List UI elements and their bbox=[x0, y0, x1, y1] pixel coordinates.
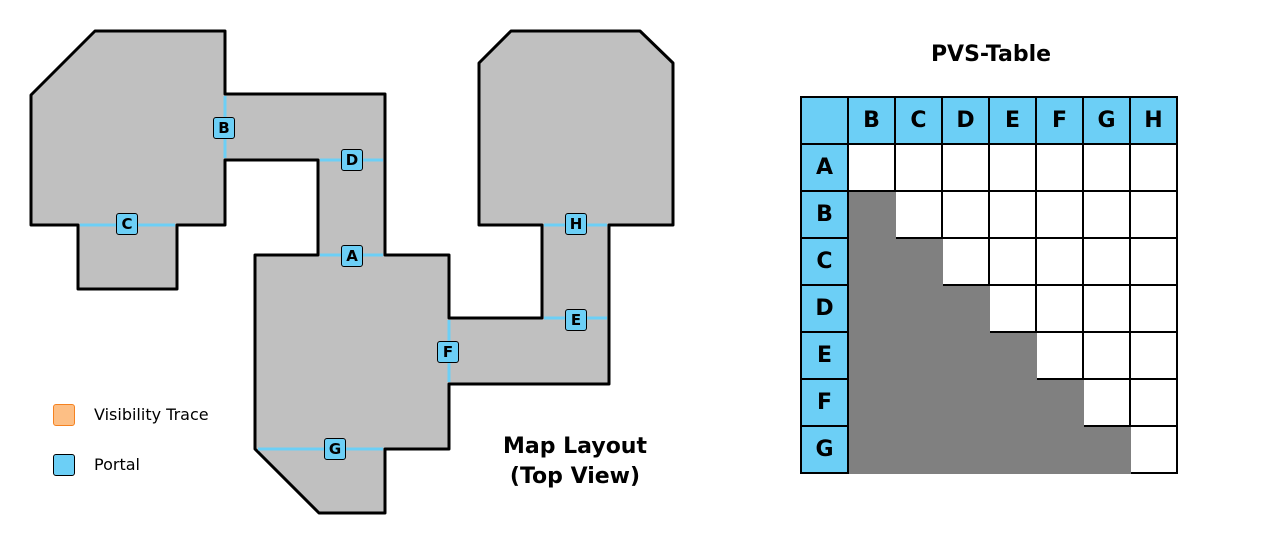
map-title-line2: (Top View) bbox=[509, 464, 641, 489]
pvs-row-header: E bbox=[800, 331, 849, 380]
pvs-cell-open bbox=[988, 143, 1037, 192]
pvs-column-header: F bbox=[1035, 96, 1084, 145]
pvs-cell-filled bbox=[941, 378, 990, 427]
visibility-trace-label: Visibility Trace bbox=[94, 405, 209, 424]
pvs-cell-filled bbox=[894, 331, 943, 380]
pvs-row-header: G bbox=[800, 425, 849, 474]
map-floor bbox=[29, 29, 675, 515]
pvs-cell-open bbox=[1129, 190, 1178, 239]
pvs-cell-open bbox=[894, 143, 943, 192]
map-title-line1: Map Layout bbox=[503, 434, 647, 459]
pvs-cell-open bbox=[941, 190, 990, 239]
pvs-cell-filled bbox=[941, 331, 990, 380]
pvs-cell-filled bbox=[1082, 425, 1131, 474]
pvs-cell-filled bbox=[941, 425, 990, 474]
portal-label-b: B bbox=[213, 117, 235, 139]
pvs-cell-open bbox=[941, 143, 990, 192]
pvs-cell-open bbox=[988, 237, 1037, 286]
pvs-cell-open bbox=[1129, 378, 1178, 427]
pvs-cell-open bbox=[1082, 143, 1131, 192]
pvs-cell-filled bbox=[941, 284, 990, 333]
pvs-row: D bbox=[800, 284, 1178, 333]
pvs-cell-filled bbox=[847, 378, 896, 427]
portal-label-d: D bbox=[341, 149, 363, 171]
pvs-column-header: G bbox=[1082, 96, 1131, 145]
visibility-trace-swatch bbox=[53, 404, 75, 426]
pvs-cell-filled bbox=[847, 190, 896, 239]
pvs-row: F bbox=[800, 378, 1178, 427]
pvs-cell-filled bbox=[847, 425, 896, 474]
pvs-row: B bbox=[800, 190, 1178, 239]
pvs-row-header: B bbox=[800, 190, 849, 239]
pvs-row: G bbox=[800, 425, 1178, 474]
pvs-cell-open bbox=[1035, 143, 1084, 192]
pvs-cell-filled bbox=[894, 425, 943, 474]
pvs-cell-open bbox=[1082, 331, 1131, 380]
pvs-title: PVS-Table bbox=[930, 42, 1052, 67]
pvs-row-header: A bbox=[800, 143, 849, 192]
pvs-column-header: C bbox=[894, 96, 943, 145]
pvs-cell-open bbox=[988, 284, 1037, 333]
pvs-cell-filled bbox=[1035, 378, 1084, 427]
pvs-cell-filled bbox=[1035, 425, 1084, 474]
portal-label-c: C bbox=[116, 213, 138, 235]
pvs-column-header: B bbox=[847, 96, 896, 145]
pvs-cell-open bbox=[1082, 190, 1131, 239]
pvs-cell-filled bbox=[988, 425, 1037, 474]
pvs-cell-open bbox=[847, 143, 896, 192]
pvs-cell-open bbox=[1082, 237, 1131, 286]
pvs-cell-open bbox=[1035, 190, 1084, 239]
pvs-cell-filled bbox=[894, 237, 943, 286]
pvs-cell-filled bbox=[894, 284, 943, 333]
pvs-cell-open bbox=[1129, 425, 1178, 474]
pvs-cell-filled bbox=[894, 378, 943, 427]
portal-label-g: G bbox=[324, 438, 346, 460]
pvs-cell-open bbox=[1082, 378, 1131, 427]
pvs-cell-filled bbox=[847, 331, 896, 380]
pvs-cell-open bbox=[941, 237, 990, 286]
portal-label-e: E bbox=[565, 309, 587, 331]
pvs-column-header: D bbox=[941, 96, 990, 145]
pvs-cell-open bbox=[1035, 331, 1084, 380]
pvs-row-header: D bbox=[800, 284, 849, 333]
portal-swatch bbox=[53, 454, 75, 476]
pvs-cell-open bbox=[1129, 143, 1178, 192]
pvs-cell-open bbox=[1129, 284, 1178, 333]
pvs-cell-filled bbox=[988, 331, 1037, 380]
pvs-row-header: F bbox=[800, 378, 849, 427]
pvs-row: C bbox=[800, 237, 1178, 286]
pvs-cell-filled bbox=[847, 284, 896, 333]
pvs-cell-open bbox=[1035, 237, 1084, 286]
pvs-cell-filled bbox=[847, 237, 896, 286]
pvs-corner-cell bbox=[800, 96, 849, 145]
pvs-cell-open bbox=[988, 190, 1037, 239]
pvs-cell-open bbox=[1082, 284, 1131, 333]
pvs-row: E bbox=[800, 331, 1178, 380]
pvs-row-header: C bbox=[800, 237, 849, 286]
portal-label-a: A bbox=[341, 245, 363, 267]
portal-label-f: F bbox=[437, 341, 459, 363]
portal-legend-label: Portal bbox=[94, 455, 140, 474]
portal-label-h: H bbox=[565, 213, 587, 235]
pvs-column-header: E bbox=[988, 96, 1037, 145]
pvs-column-header: H bbox=[1129, 96, 1178, 145]
pvs-cell-open bbox=[1129, 237, 1178, 286]
pvs-row: A bbox=[800, 143, 1178, 192]
pvs-cell-open bbox=[894, 190, 943, 239]
map-title: Map Layout (Top View) bbox=[475, 432, 675, 492]
pvs-cell-open bbox=[1035, 284, 1084, 333]
pvs-cell-filled bbox=[988, 378, 1037, 427]
pvs-cell-open bbox=[1129, 331, 1178, 380]
